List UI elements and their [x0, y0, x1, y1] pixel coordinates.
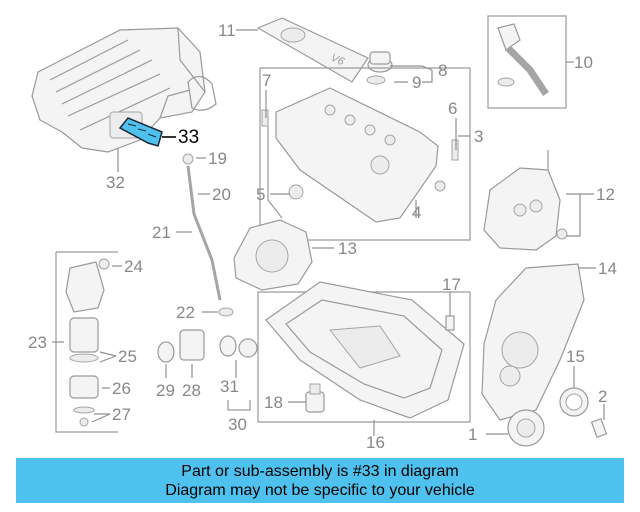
leader-lines	[52, 29, 605, 436]
part-33-gasket	[118, 117, 176, 147]
callout-12: 12	[596, 185, 615, 204]
callout-9: 9	[412, 73, 421, 92]
callout-13: 13	[338, 239, 357, 258]
valve-cover-group	[259, 67, 471, 241]
oil-cooler-parts	[157, 329, 258, 411]
upper-timing-cover	[483, 150, 568, 251]
callout-18: 18	[264, 393, 283, 412]
banner-line-2: Diagram may not be specific to your vehi…	[165, 481, 475, 499]
pcv-hose	[487, 15, 567, 109]
info-banner: Part or sub-assembly is #33 in diagram D…	[16, 458, 624, 503]
callout-4: 4	[412, 203, 421, 222]
engine-cover: V6	[256, 17, 369, 83]
callout-1: 1	[468, 425, 477, 444]
front-crank-seal	[559, 387, 589, 417]
parts-diagram: V6	[28, 15, 617, 452]
oil-level-sensor	[305, 383, 325, 413]
drain-plug	[445, 315, 455, 331]
rear-seal-housing	[233, 219, 313, 291]
callout-21: 21	[152, 223, 171, 242]
crank-bolt	[590, 418, 608, 438]
callout-29: 29	[156, 381, 175, 400]
crank-pulley	[507, 409, 545, 447]
callout-25: 25	[118, 347, 137, 366]
callout-26: 26	[112, 379, 131, 398]
cover-marking: V6	[329, 52, 347, 69]
callout-23: 23	[28, 333, 47, 352]
callout-32: 32	[106, 173, 125, 192]
callout-2: 2	[598, 387, 607, 406]
callout-5: 5	[256, 185, 265, 204]
callout-14: 14	[598, 259, 617, 278]
callout-17: 17	[442, 275, 461, 294]
callout-8: 8	[438, 61, 447, 80]
callout-33: 33	[178, 127, 199, 148]
callout-10: 10	[574, 53, 593, 72]
callout-15: 15	[566, 347, 585, 366]
callout-22: 22	[176, 303, 195, 322]
lower-timing-cover	[481, 263, 585, 421]
banner-line-1: Part or sub-assembly is #33 in diagram	[181, 462, 459, 480]
callout-30: 30	[228, 415, 247, 434]
callout-16: 16	[366, 433, 385, 452]
callout-27: 27	[112, 405, 131, 424]
callout-7: 7	[262, 71, 271, 90]
callout-28: 28	[182, 381, 201, 400]
callout-31: 31	[220, 377, 239, 396]
callout-20: 20	[212, 185, 231, 204]
dipstick-assembly	[182, 153, 234, 317]
oil-pan	[257, 281, 471, 423]
callout-11: 11	[218, 21, 236, 40]
callout-labels: 11 8 9 10 7 6 3 5 4 12 13 14 17 18 16 1 …	[28, 21, 617, 452]
callout-24: 24	[124, 257, 143, 276]
callout-19: 19	[208, 149, 227, 168]
callout-3: 3	[474, 127, 483, 146]
oil-filter-group	[55, 251, 118, 433]
callout-6: 6	[448, 99, 457, 118]
